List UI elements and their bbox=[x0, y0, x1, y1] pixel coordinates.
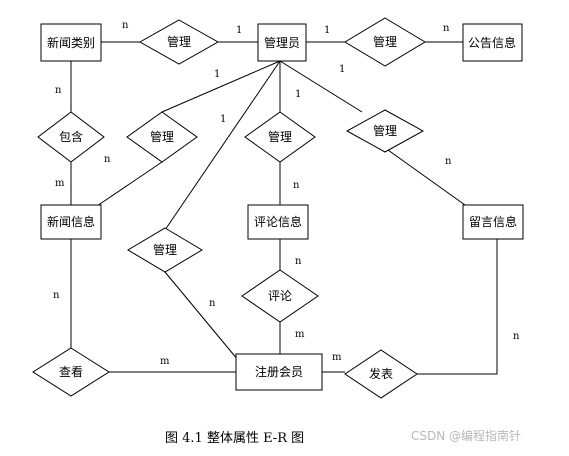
edge-news-manage bbox=[93, 161, 163, 209]
entity-label: 留言信息 bbox=[469, 214, 517, 229]
entity-registered-member: 注册会员 bbox=[235, 353, 323, 391]
relationship-label: 管理 bbox=[153, 242, 177, 257]
cardinality-labels: n 1 1 n 1 1 1 1 n m n n n n n n m m m n bbox=[53, 20, 520, 367]
edge-manage-member bbox=[164, 271, 239, 361]
relationship-label: 管理 bbox=[373, 34, 397, 49]
entity-label: 新闻信息 bbox=[47, 214, 95, 229]
relationship-manage-comment: 管理 bbox=[244, 111, 316, 163]
relationship-manage-category: 管理 bbox=[138, 19, 220, 65]
cardinality-label: n bbox=[443, 23, 450, 34]
cardinality-label: n bbox=[445, 156, 452, 167]
cardinality-label: n bbox=[53, 290, 60, 301]
edge-manage-admin-2 bbox=[161, 60, 281, 113]
entity-label: 新闻类别 bbox=[47, 35, 95, 50]
relationship-publish: 发表 bbox=[344, 349, 418, 399]
cardinality-label: n bbox=[209, 298, 216, 309]
relationship-view: 查看 bbox=[32, 347, 110, 397]
edge-publish-message bbox=[417, 239, 498, 375]
cardinality-label: 1 bbox=[214, 69, 220, 80]
relationship-label: 管理 bbox=[373, 123, 397, 138]
cardinality-label: n bbox=[55, 85, 62, 96]
entity-label: 公告信息 bbox=[468, 35, 516, 50]
cardinality-label: n bbox=[295, 256, 302, 267]
edge-admin-manage-member bbox=[164, 60, 281, 231]
relationship-comment: 评论 bbox=[241, 269, 319, 323]
cardinality-label: 1 bbox=[220, 114, 226, 125]
cardinality-label: n bbox=[293, 180, 300, 191]
entity-comment-info: 评论信息 bbox=[247, 204, 309, 240]
relationship-contains: 包含 bbox=[37, 111, 105, 163]
relationship-label: 管理 bbox=[268, 129, 292, 144]
entity-announcement: 公告信息 bbox=[462, 23, 523, 62]
figure-caption: 图 4.1 整体属性 E-R 图 bbox=[165, 431, 304, 446]
relationship-label: 管理 bbox=[167, 34, 191, 49]
cardinality-label: m bbox=[55, 178, 65, 189]
relationship-label: 评论 bbox=[268, 289, 292, 303]
relationship-manage-news: 管理 bbox=[126, 111, 198, 163]
cardinality-label: 1 bbox=[339, 64, 345, 75]
cardinality-label: m bbox=[160, 356, 170, 367]
edge-manage-message-info bbox=[387, 149, 466, 206]
cardinality-label: 1 bbox=[324, 25, 330, 36]
cardinality-label: 1 bbox=[236, 25, 242, 36]
entity-label: 管理员 bbox=[264, 35, 300, 50]
relationship-manage-announcement: 管理 bbox=[344, 17, 426, 67]
cardinality-label: m bbox=[295, 329, 305, 340]
relationship-label: 管理 bbox=[150, 129, 174, 144]
entity-admin: 管理员 bbox=[257, 23, 307, 62]
cardinality-label: n bbox=[104, 154, 111, 165]
entity-label: 评论信息 bbox=[254, 214, 302, 229]
relationship-manage-member: 管理 bbox=[127, 227, 203, 273]
edge-admin-manage-message bbox=[279, 60, 363, 113]
relationship-manage-message: 管理 bbox=[345, 109, 425, 153]
cardinality-label: 1 bbox=[295, 89, 301, 100]
relationship-label: 发表 bbox=[369, 366, 393, 381]
er-edges bbox=[70, 41, 498, 375]
cardinality-label: n bbox=[122, 20, 129, 31]
entity-news-info: 新闻信息 bbox=[40, 204, 102, 240]
entity-label: 注册会员 bbox=[255, 364, 303, 379]
entity-news-category: 新闻类别 bbox=[40, 23, 102, 62]
entity-message-info: 留言信息 bbox=[462, 204, 524, 240]
watermark: CSDN @编程指南针 bbox=[411, 428, 521, 443]
cardinality-label: m bbox=[332, 352, 342, 363]
cardinality-label: n bbox=[513, 331, 520, 342]
relationship-label: 查看 bbox=[59, 365, 83, 379]
relationship-label: 包含 bbox=[59, 129, 83, 144]
